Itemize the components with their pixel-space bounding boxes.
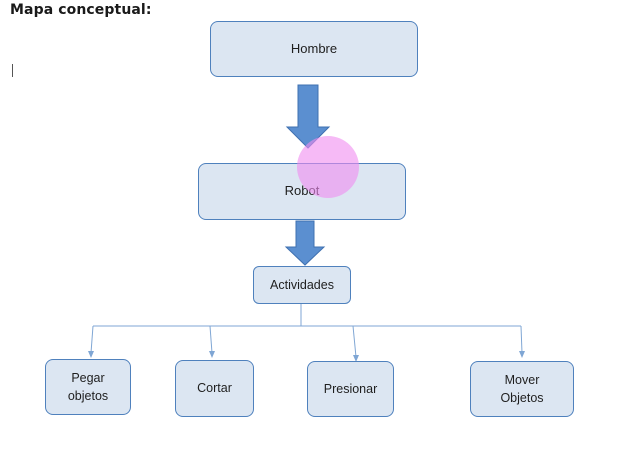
node-actividades: Actividades xyxy=(253,266,351,304)
node-presionar: Presionar xyxy=(307,361,394,417)
tree-connector-arrowheads xyxy=(88,351,525,362)
node-cortar: Cortar xyxy=(175,360,254,417)
node-mover-objetos: Mover Objetos xyxy=(470,361,574,417)
block-arrow-robot-to-actividades xyxy=(284,220,326,266)
text-cursor xyxy=(12,64,13,77)
node-hombre: Hombre xyxy=(210,21,418,77)
node-pegar-objetos: Pegar objetos xyxy=(45,359,131,415)
tree-connector xyxy=(90,304,523,358)
page-title: Mapa conceptual: xyxy=(10,2,152,18)
mouse-cursor-highlight xyxy=(297,136,359,198)
node-robot: Robot xyxy=(198,163,406,220)
